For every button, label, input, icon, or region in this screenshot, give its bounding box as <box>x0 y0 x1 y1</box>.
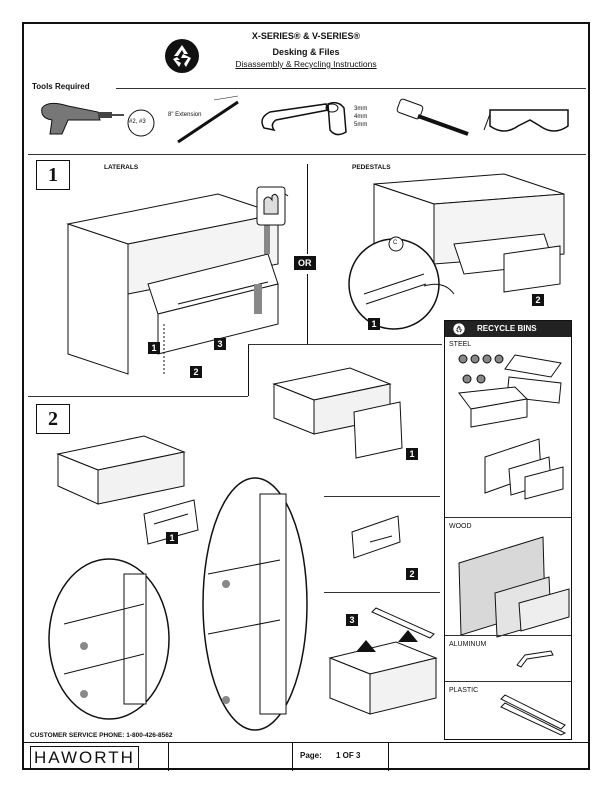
step2-badge-1a: 1 <box>166 532 178 544</box>
step-boundary-mid <box>248 344 442 345</box>
tools-rule <box>116 88 586 89</box>
callout-c-label: C <box>393 240 398 246</box>
subtitle: Disassembly & Recycling Instructions <box>235 59 377 69</box>
safety-glasses-icon <box>483 109 569 132</box>
customer-service-phone: CUSTOMER SERVICE PHONE: 1-800-426-8562 <box>30 732 173 739</box>
pedestal-badge-1: 1 <box>368 318 380 330</box>
laterals-label: LATERALS <box>104 164 139 171</box>
footer-divider-2 <box>292 743 293 771</box>
step2-detail-circle-center <box>202 477 308 731</box>
lateral-drawer-illustration <box>66 191 289 375</box>
hand-callout-icon <box>256 186 286 226</box>
recycle-icon <box>165 39 199 73</box>
haworth-logo: HAWORTH <box>30 746 139 770</box>
step2-divider-1 <box>324 496 440 497</box>
step2-divider-2 <box>324 592 440 593</box>
steel-parts-illustration <box>458 354 564 500</box>
step1-badge-3: 3 <box>214 338 226 350</box>
bit-callout <box>127 109 155 137</box>
extension-bar-icon <box>177 95 239 144</box>
pedestals-label: PEDESTALS <box>352 164 391 171</box>
aluminum-handle-illustration <box>516 650 554 668</box>
recycle-bins-header: RECYCLE BINS <box>445 321 571 337</box>
title-line2: Desking & Files <box>272 47 340 57</box>
step-boundary-left <box>28 396 248 397</box>
step2-detail-circle-left <box>48 558 170 720</box>
step1-number: 1 <box>36 160 70 190</box>
recycle-icon <box>453 323 465 335</box>
step2-drawer-removal <box>56 435 199 545</box>
step2-panel-removal <box>351 515 401 559</box>
page-frame: X-SERIES® & V-SERIES® Desking & Files Di… <box>22 22 590 771</box>
page-label: Page: <box>300 751 322 760</box>
hex-key-set-icon <box>327 101 347 136</box>
pedestal-drawer-illustration <box>348 173 565 330</box>
pedestal-badge-2: 2 <box>532 294 544 306</box>
step2-number: 2 <box>36 404 70 434</box>
plastic-strips-illustration <box>500 694 567 736</box>
page-value: 1 OF 3 <box>336 751 361 760</box>
step2-rail-removal <box>328 607 438 715</box>
bin-divider-1 <box>445 517 571 518</box>
step2-drawer-upper-right <box>272 367 403 459</box>
section-rule-1 <box>28 154 586 155</box>
bin-divider-3 <box>445 681 571 682</box>
step2-badge-1b: 1 <box>406 448 418 460</box>
tools-label: Tools Required <box>32 82 90 91</box>
footer-divider-3 <box>388 743 389 771</box>
footer-divider-1 <box>168 743 169 771</box>
hex-size-2: 4mm <box>354 114 368 120</box>
bin-aluminum-label: ALUMINUM <box>449 641 487 648</box>
extension-label: 8" Extension <box>168 112 202 118</box>
mallet-icon <box>396 98 469 136</box>
bin-divider-2 <box>445 635 571 636</box>
or-label: OR <box>294 256 316 270</box>
hex-size-3: 5mm <box>354 122 368 128</box>
step1-badge-1: 1 <box>148 342 160 354</box>
recycle-bins-panel: RECYCLE BINS STEEL WOOD <box>444 320 572 740</box>
bin-plastic-label: PLASTIC <box>449 687 479 694</box>
hex-size-1: 3mm <box>354 106 368 112</box>
step2-badge-2: 2 <box>406 568 418 580</box>
step-boundary-vertical <box>248 344 249 396</box>
callout-c-circle <box>388 236 404 252</box>
bin-wood-label: WOOD <box>449 523 472 530</box>
bit-label: #2, #3 <box>129 119 146 125</box>
or-divider-top <box>307 164 308 254</box>
footer-bar: Page: 1 OF 3 <box>24 742 588 771</box>
or-divider-bottom <box>307 274 308 344</box>
drill-icon <box>41 102 124 135</box>
step1-badge-2: 2 <box>190 366 202 378</box>
wood-panels-illustration <box>458 536 570 638</box>
title-line1: X-SERIES® & V-SERIES® <box>251 31 361 41</box>
step2-badge-3: 3 <box>346 614 358 626</box>
bin-steel-label: STEEL <box>449 341 472 348</box>
